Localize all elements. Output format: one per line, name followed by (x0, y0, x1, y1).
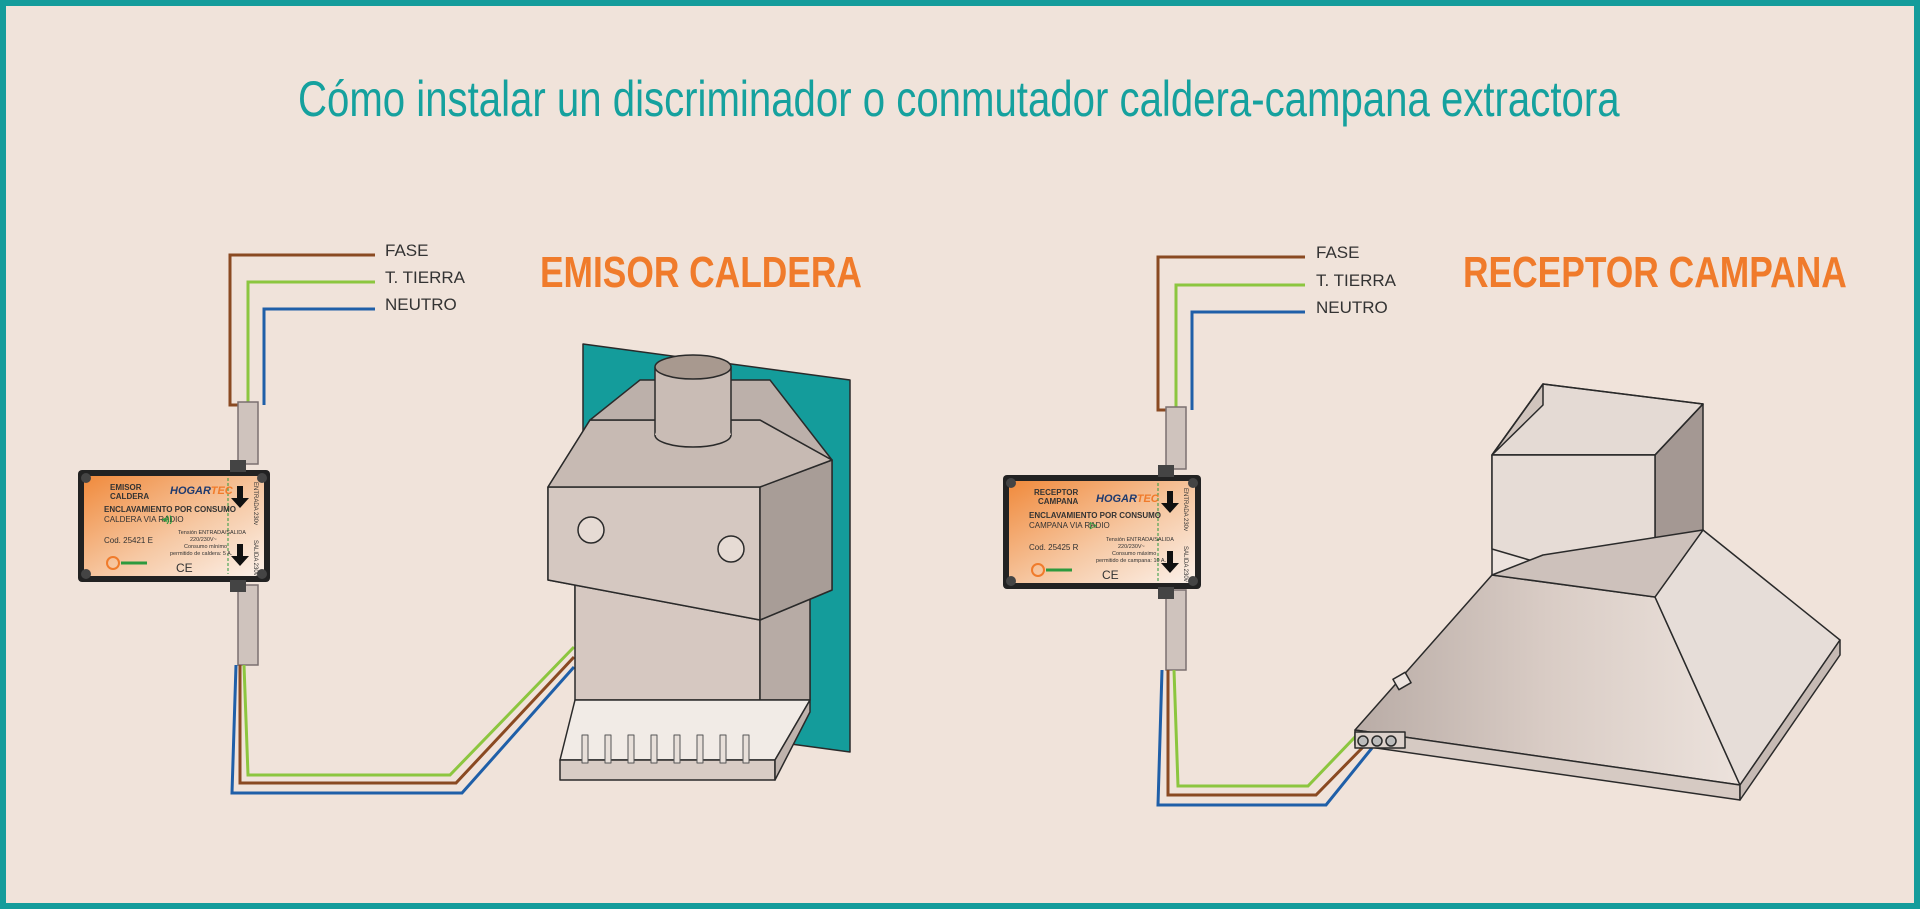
boiler-illustration (547, 343, 851, 781)
receptor-device-spec3: Consumo máximo (1112, 551, 1156, 557)
receptor-device-code: Cod. 25425 R (1029, 543, 1079, 552)
emisor-device-code: Cod. 25421 E (104, 536, 153, 545)
emisor-device: EMISOR CALDERA HOGARTEC ENCLAVAMIENTO PO… (78, 460, 270, 592)
emisor-input-label: ENTRADA 230v (252, 482, 258, 525)
receptor-tierra-label: T. TIERRA (1316, 271, 1397, 290)
installation-diagram: Cómo instalar un discriminador o conmuta… (78, 71, 1847, 807)
receptor-output-arrow-icon (1161, 551, 1179, 573)
emisor-upper-cable (237, 401, 259, 465)
receptor-device-brand: HOGARTEC (1096, 493, 1160, 505)
emisor-ce-mark: CE (176, 561, 193, 575)
receptor-device-spec4: permitido de campana: 10 A. (1096, 558, 1166, 564)
page-title: Cómo instalar un discriminador o conmuta… (298, 71, 1620, 127)
receptor-device-name1: RECEPTOR (1034, 488, 1079, 497)
emisor-device-spec2: 220/230V~ (190, 537, 217, 543)
emisor-tierra-label: T. TIERRA (385, 268, 466, 287)
receptor-input-label: ENTRADA 230v (1182, 488, 1188, 531)
emisor-fase-label: FASE (385, 241, 428, 260)
emisor-device-mode: CALDERA VIA RADIO (104, 515, 184, 524)
emisor-device-brand: HOGARTEC (170, 485, 234, 497)
receptor-device-function: ENCLAVAMIENTO POR CONSUMO (1029, 511, 1161, 520)
emisor-radio-icon: ◂)) (161, 514, 173, 524)
receptor-input-wires (1156, 255, 1305, 412)
receptor-radio-icon: ▷ (1089, 520, 1098, 530)
emisor-device-name2: CALDERA (110, 492, 149, 501)
emisor-output-arrow-icon (231, 544, 249, 566)
emisor-input-wires (228, 253, 375, 407)
emisor-device-spec1: Tensión ENTRADA/SALIDA (178, 530, 246, 536)
receptor-upper-cable (1165, 406, 1187, 470)
receptor-output-label: SALIDA 230v (1182, 546, 1188, 582)
emisor-output-wires (230, 645, 576, 795)
emisor-output-label: SALIDA 230v (252, 540, 258, 576)
emisor-device-spec4: permitido de caldera: 5 A. (170, 551, 233, 557)
receptor-device-spec1: Tensión ENTRADA/SALIDA (1106, 537, 1174, 543)
emisor-device-name1: EMISOR (110, 483, 142, 492)
receptor-lower-cable (1165, 589, 1187, 671)
receptor-device-spec2: 220/230V~ (1118, 544, 1145, 550)
extractor-hood-illustration (1354, 383, 1841, 801)
emisor-heading: EMISOR CALDERA (540, 248, 862, 297)
emisor-lower-cable (237, 584, 259, 666)
emisor-input-arrow-icon (231, 486, 249, 508)
receptor-neutro-label: NEUTRO (1316, 298, 1388, 317)
receptor-fase-label: FASE (1316, 243, 1359, 262)
emisor-device-function: ENCLAVAMIENTO POR CONSUMO (104, 505, 236, 514)
emisor-logo-icon (106, 556, 147, 570)
receptor-device-mode: CAMPANA VIA RADIO (1029, 521, 1110, 530)
receptor-logo-icon (1031, 563, 1072, 577)
emisor-device-spec3: Consumo mínimo (184, 544, 227, 550)
receptor-heading: RECEPTOR CAMPANA (1463, 248, 1847, 296)
receptor-ce-mark: CE (1102, 568, 1119, 582)
receptor-device: RECEPTOR CAMPANA HOGARTEC ENCLAVAMIENTO … (1003, 465, 1201, 599)
emisor-neutro-label: NEUTRO (385, 295, 457, 314)
receptor-input-arrow-icon (1161, 491, 1179, 513)
receptor-device-name2: CAMPANA (1038, 497, 1079, 506)
